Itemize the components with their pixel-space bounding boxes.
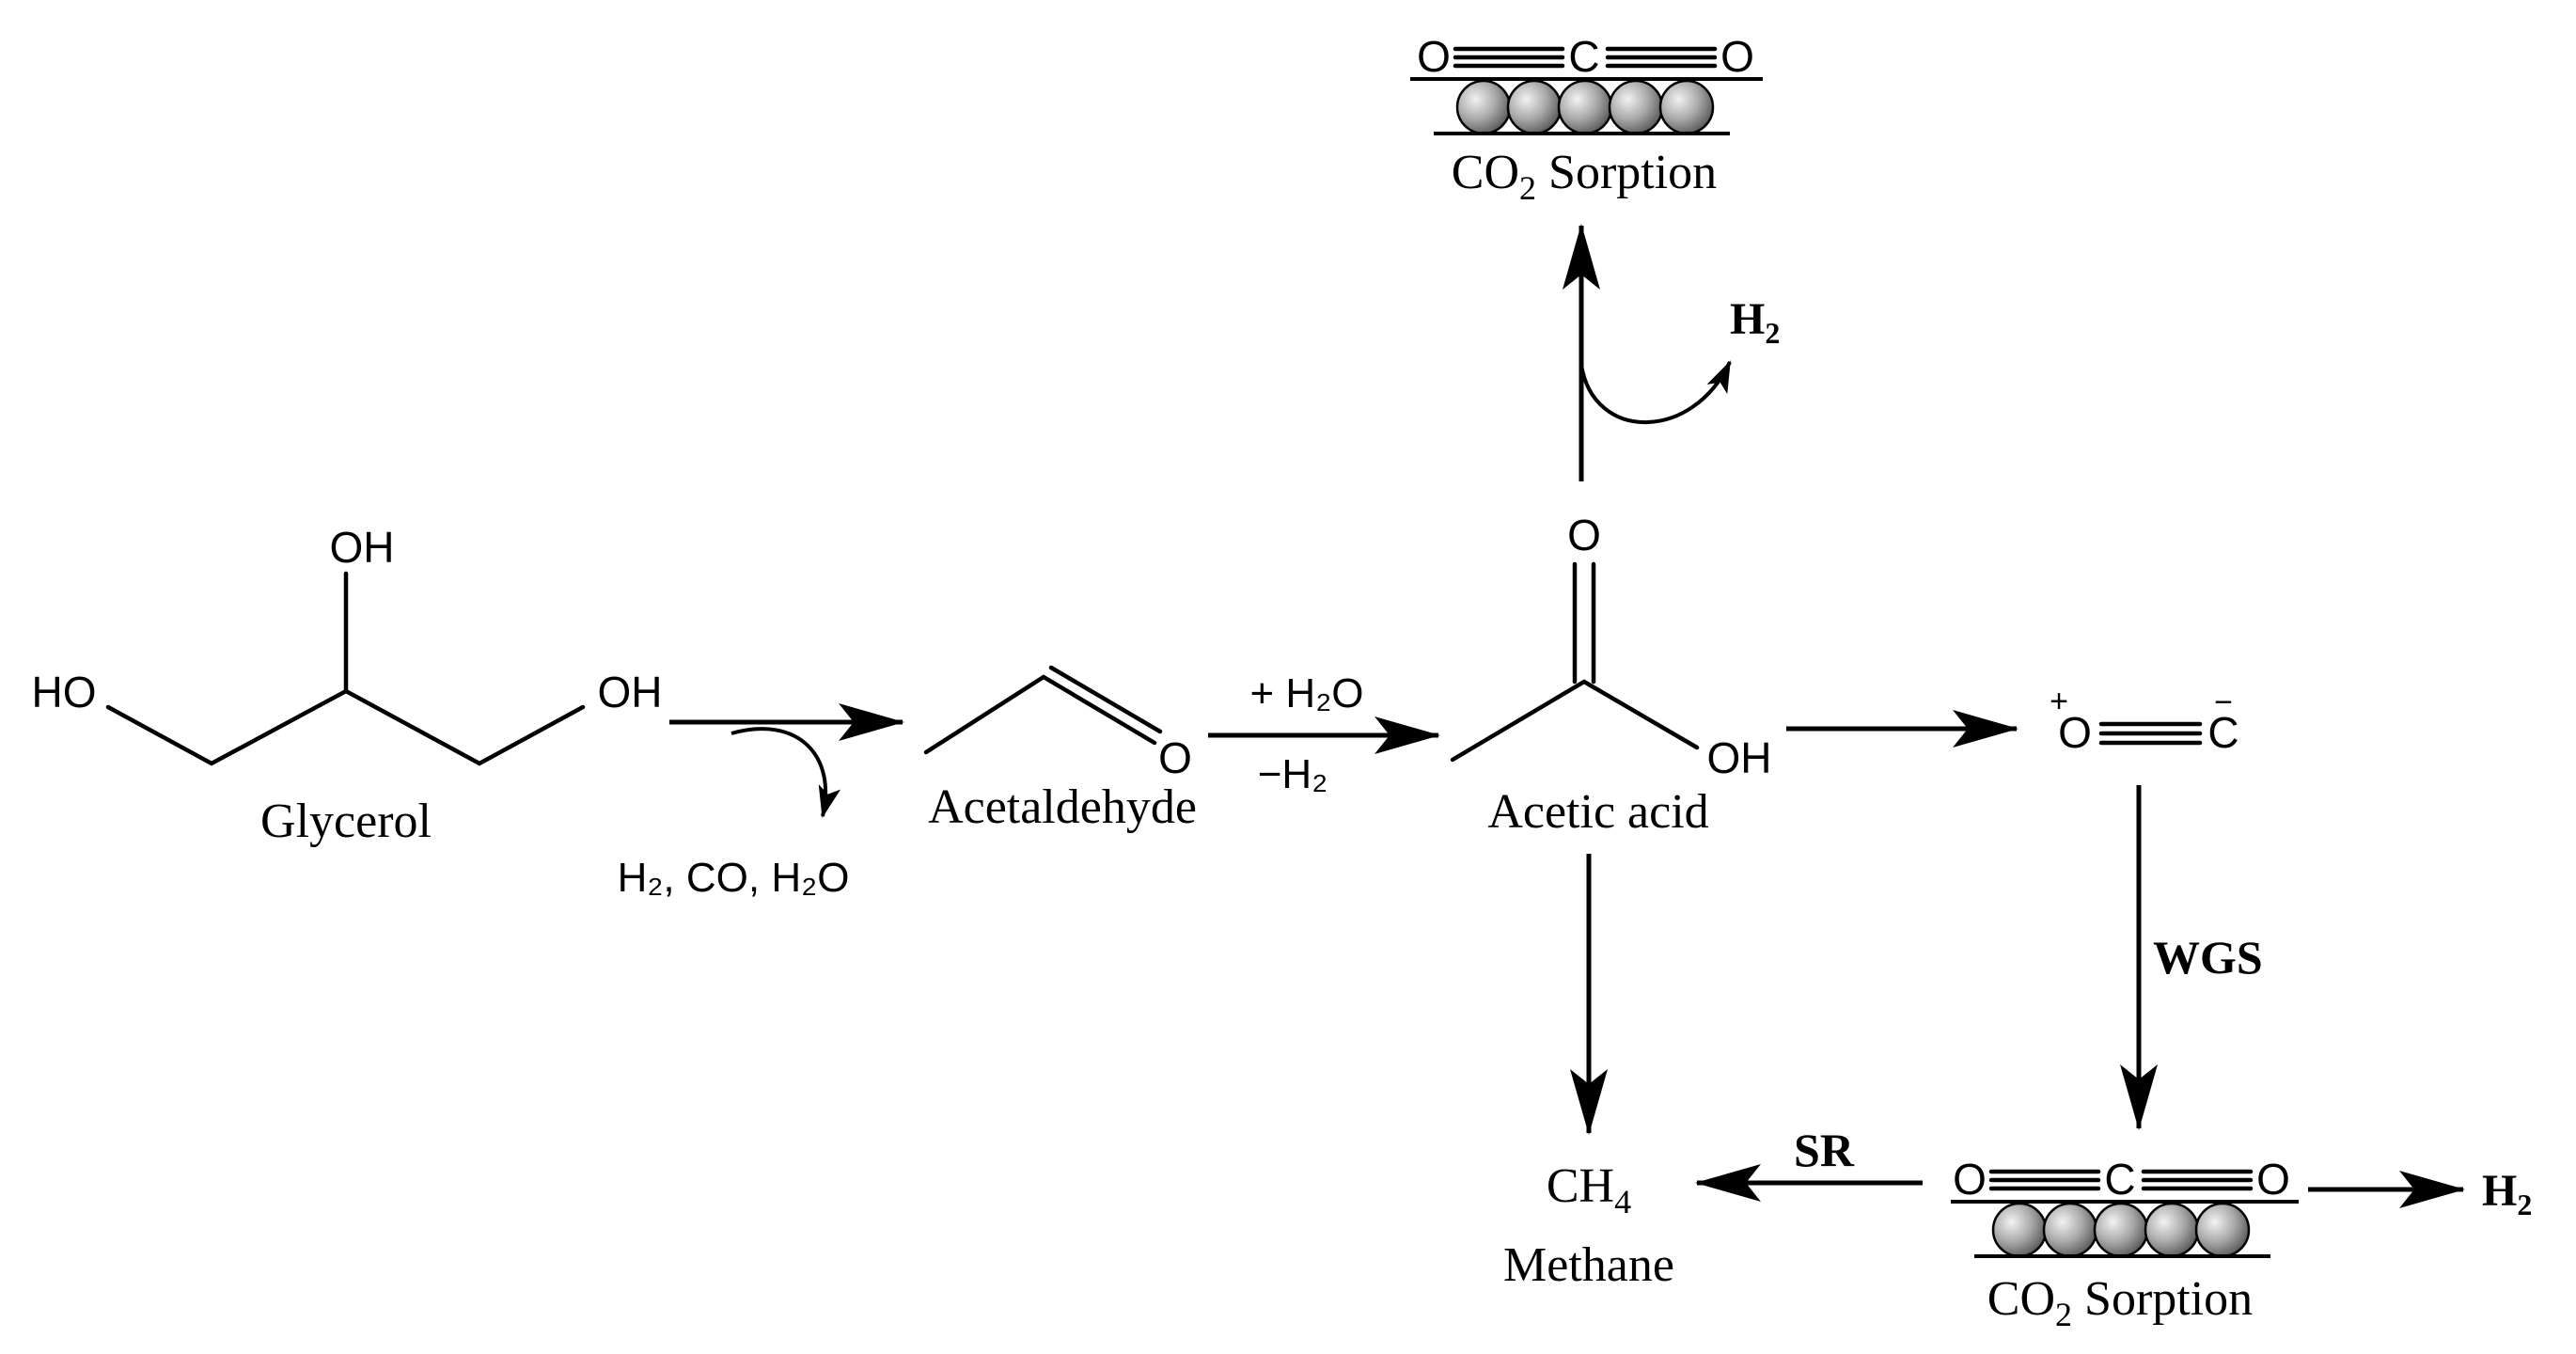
co2-bottom-label: CO2 Sorption	[1987, 1272, 2253, 1333]
co2-bottom-bonds	[1988, 1169, 2254, 1191]
arrow-to-co2-top: H2	[1563, 224, 1780, 481]
co2-top-c: C	[1568, 32, 1599, 81]
arrow-acetaldehyde-to-acetic-acid: + H₂O −H₂	[1208, 670, 1440, 797]
carbon-monoxide-structure: + O − C	[2050, 684, 2239, 757]
sorbent-spheres-bottom	[1991, 1202, 2251, 1258]
sorbent-spheres-top	[1455, 79, 1715, 135]
add-water-label: + H₂O	[1250, 670, 1364, 716]
sr-label: SR	[1794, 1124, 1855, 1176]
co-o-charge: +	[2050, 684, 2068, 719]
wgs-label: WGS	[2153, 931, 2263, 984]
arrow-wgs: WGS	[2120, 785, 2263, 1130]
acetaldehyde-bonds	[923, 665, 1163, 755]
acetaldehyde-name: Acetaldehyde	[928, 780, 1197, 834]
h2-right-label: H2	[2482, 1166, 2532, 1221]
methane-structure: CH4 Methane	[1503, 1159, 1674, 1292]
co2-top-label: CO2 Sorption	[1452, 146, 1717, 207]
co2-sorption-top: O C O CO2 Sorption	[1410, 32, 1763, 207]
h2-release-curved-arrow	[1579, 360, 1732, 424]
co-c: C	[2207, 708, 2238, 757]
glycerol-name: Glycerol	[260, 795, 432, 848]
byproducts-label: H₂, CO, H₂O	[618, 855, 850, 901]
co-o: O	[2058, 708, 2092, 757]
h2-top-label: H2	[1730, 294, 1780, 350]
glycerol-bonds	[105, 571, 586, 766]
arrow-sr: SR	[1695, 1124, 1923, 1202]
glycerol-ho-left: HO	[32, 668, 97, 716]
methane-name: Methane	[1503, 1238, 1674, 1292]
co2-top-o2: O	[1720, 32, 1754, 81]
co-c-charge: −	[2214, 685, 2233, 720]
remove-h2-label: −H₂	[1258, 751, 1328, 797]
co2-bottom-c: C	[2104, 1155, 2135, 1204]
byproduct-curved-arrow	[730, 727, 841, 818]
co2-top-o1: O	[1417, 32, 1451, 81]
glycerol-oh-right: OH	[598, 668, 663, 716]
acetic-acid-bonds	[1450, 561, 1700, 763]
glycerol-oh-top: OH	[330, 523, 395, 572]
acetic-acid-structure: O OH Acetic acid	[1450, 511, 1772, 839]
co2-top-bonds	[1453, 46, 1718, 69]
co2-sorption-bottom: O C O CO2 Sorption	[1951, 1155, 2299, 1333]
co2-bottom-o1: O	[1953, 1155, 1987, 1204]
glycerol-structure: OH HO OH Glycerol	[32, 523, 663, 848]
co2-bottom-o2: O	[2256, 1155, 2290, 1204]
methane-formula: CH4	[1547, 1159, 1631, 1220]
acetic-acid-name: Acetic acid	[1487, 785, 1708, 839]
arrow-to-h2-right: H2	[2308, 1166, 2532, 1221]
co-triple-bond	[2098, 721, 2203, 746]
acetaldehyde-o: O	[1158, 733, 1192, 782]
acetaldehyde-structure: O Acetaldehyde	[923, 665, 1197, 834]
arrow-glycerol-to-acetaldehyde: H₂, CO, H₂O	[618, 703, 904, 901]
acetic-acid-oh: OH	[1707, 733, 1772, 782]
acetic-acid-o: O	[1567, 511, 1601, 559]
